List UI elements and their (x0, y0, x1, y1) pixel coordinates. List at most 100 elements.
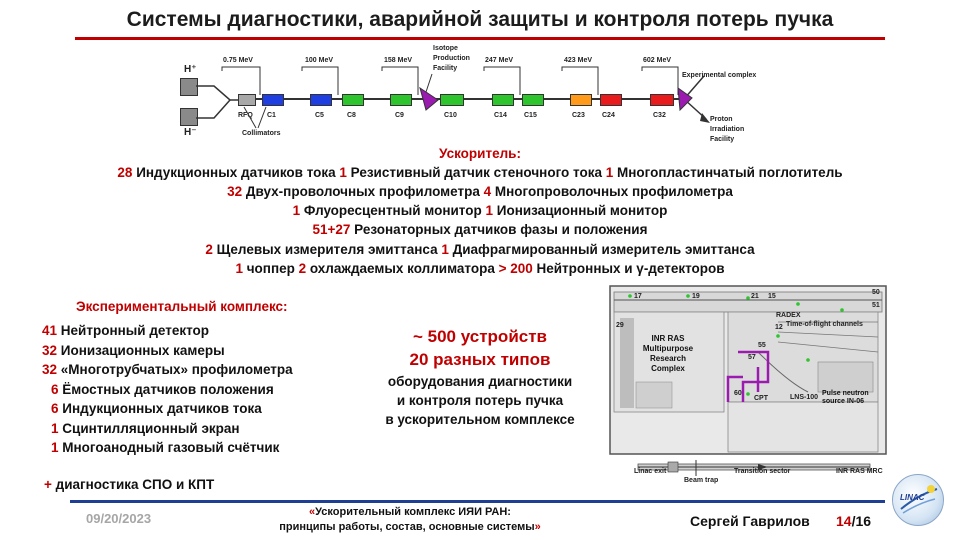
accel-line-6: 1 чоппер 2 охлаждаемых коллиматора > 200… (235, 261, 725, 276)
map-linac-exit-label: Linac exit (634, 468, 667, 475)
module-c1 (262, 94, 284, 106)
h-plus-source (180, 78, 198, 96)
map-num-55: 55 (758, 342, 766, 349)
summary-line-5: в ускорительном комплексе (385, 412, 575, 427)
map-radex-label: RADEX (776, 312, 801, 319)
map-num-50: 50 (872, 289, 880, 296)
title-rule (75, 37, 885, 40)
map-num-12: 12 (775, 324, 783, 331)
summary-line-4: и контроля потерь пучка (396, 393, 564, 408)
module-c23 (570, 94, 592, 106)
map-tof-label: Time-of-flight channels (786, 321, 863, 328)
map-num-51: 51 (872, 302, 880, 309)
module-c32 (650, 94, 674, 106)
map-num-21: 21 (751, 293, 759, 300)
footer-date: 09/20/2023 (86, 511, 152, 526)
isotope-pointer (425, 73, 433, 93)
experimental-complex-label: Experimental complex (682, 72, 757, 79)
map-pulse-label: Pulse neutron source IN-06 (822, 390, 869, 405)
isotope-label-2: Production (433, 55, 470, 62)
exp-item-2: 32 Ионизационных камеры (42, 342, 225, 358)
module-c9 (390, 94, 412, 106)
proton-label-2: Irradiation (710, 126, 745, 133)
energy-423: 423 MeV (564, 57, 593, 64)
exp-item-1: 41 Нейтронный детектор (42, 323, 210, 338)
label-c1: C1 (267, 112, 276, 119)
map-num-29: 29 (616, 322, 624, 329)
collimator-pointer (243, 106, 267, 129)
extra-diagnostics: + диагностика СПО и КПТ (44, 477, 215, 492)
rfq-label: RFQ (238, 112, 253, 119)
experimental-heading: Экспериментальный комплекс: (76, 299, 288, 314)
exp-item-4: 6 Ёмостных датчиков положения (51, 381, 274, 397)
h-plus-label: H⁺ (184, 64, 197, 75)
map-mrc-label: INR RAS MRC (836, 468, 883, 475)
label-c23: C23 (572, 112, 585, 119)
h-minus-source (180, 108, 198, 126)
proton-label-1: Proton (710, 116, 733, 123)
energy-bracket-158 (381, 66, 419, 95)
map-num-19: 19 (692, 293, 700, 300)
rfq-module (238, 94, 256, 106)
energy-247: 247 MeV (485, 57, 514, 64)
energy-bracket-100 (301, 66, 339, 95)
accel-line-5: 2 Щелевых измерителя эмиттанса 1 Диафраг… (205, 242, 755, 257)
accelerator-heading: Ускоритель: (439, 146, 521, 161)
accelerator-scheme: H⁺ H⁻ RFQ C1 C5 C8 C9 C10 C14 C15 C23 C2… (0, 0, 960, 150)
map-beam-trap-label: Beam trap (684, 477, 719, 484)
summary-line-1: ~ 500 устройств (413, 327, 547, 346)
branch-wedge-end (677, 86, 693, 112)
module-c24 (600, 94, 622, 106)
energy-bracket-423 (561, 66, 599, 95)
module-c5 (310, 94, 332, 106)
label-c14: C14 (494, 112, 507, 119)
h-minus-label: H⁻ (184, 127, 197, 138)
isotope-label-3: Facility (433, 65, 458, 72)
module-c8 (342, 94, 364, 106)
source-merge-lines (196, 85, 240, 119)
map-lns-label: LNS-100 (790, 394, 819, 401)
map-num-17: 17 (634, 293, 642, 300)
energy-158: 158 MeV (384, 57, 413, 64)
label-c8: C8 (347, 112, 356, 119)
accel-line-3: 1 Флуоресцентный монитор 1 Ионизационный… (292, 203, 668, 218)
experimental-list: 41 Нейтронный детектор 32 Ионизационных … (42, 323, 293, 460)
map-num-15: 15 (768, 293, 776, 300)
slide-title: Системы диагностики, аварийной защиты и … (126, 8, 834, 31)
accel-line-4: 51+27 Резонаторных датчиков фазы и полож… (312, 222, 648, 237)
linac-logo-text: LINAC (900, 493, 925, 502)
energy-100: 100 MeV (305, 57, 334, 64)
exp-item-7: 1 Многоанодный газовый счётчик (51, 440, 280, 455)
facility-map: 17 19 21 15 50 12 51 57 55 60 29 RADEX T… (608, 282, 888, 484)
map-transition-label: Transition sector (734, 468, 791, 475)
module-c14 (492, 94, 514, 106)
label-c15: C15 (524, 112, 537, 119)
map-complex-label: INR RAS Multipurpose Research Complex (642, 334, 694, 373)
isotope-label-1: Isotope (433, 45, 458, 52)
module-c10 (440, 94, 464, 106)
energy-0-75: 0.75 MeV (223, 57, 253, 64)
energy-bracket-0-75 (221, 66, 261, 95)
collimators-label: Collimators (242, 130, 281, 137)
map-num-60: 60 (734, 390, 742, 397)
footer-topic: «Ускорительный комплекс ИЯИ РАН: принцип… (279, 506, 541, 533)
summary-line-3: оборудования диагностики (387, 374, 573, 389)
facility-map-drawing (608, 282, 888, 484)
label-c9: C9 (395, 112, 404, 119)
module-c15 (522, 94, 544, 106)
summary-line-2: 20 разных типов (409, 350, 551, 369)
footer-page: 14/16 (836, 513, 872, 529)
energy-bracket-247 (483, 66, 521, 95)
label-c32: C32 (653, 112, 666, 119)
energy-bracket-602 (641, 66, 679, 95)
proton-label-3: Facility (710, 136, 735, 143)
accelerator-stats: Ускоритель: 28 Индукционных датчиков ток… (0, 146, 960, 281)
accel-line-1: 28 Индукционных датчиков тока 1 Резистив… (117, 165, 843, 180)
isotope-branch-wedge (419, 86, 439, 111)
label-c10: C10 (444, 112, 457, 119)
linac-logo-swoosh (900, 485, 938, 514)
exp-item-3: 32 «Многотрубчатых» профилометра (42, 362, 293, 377)
map-num-57: 57 (748, 354, 756, 361)
exp-item-6: 1 Сцинтилляционный экран (51, 420, 240, 436)
label-c5: C5 (315, 112, 324, 119)
